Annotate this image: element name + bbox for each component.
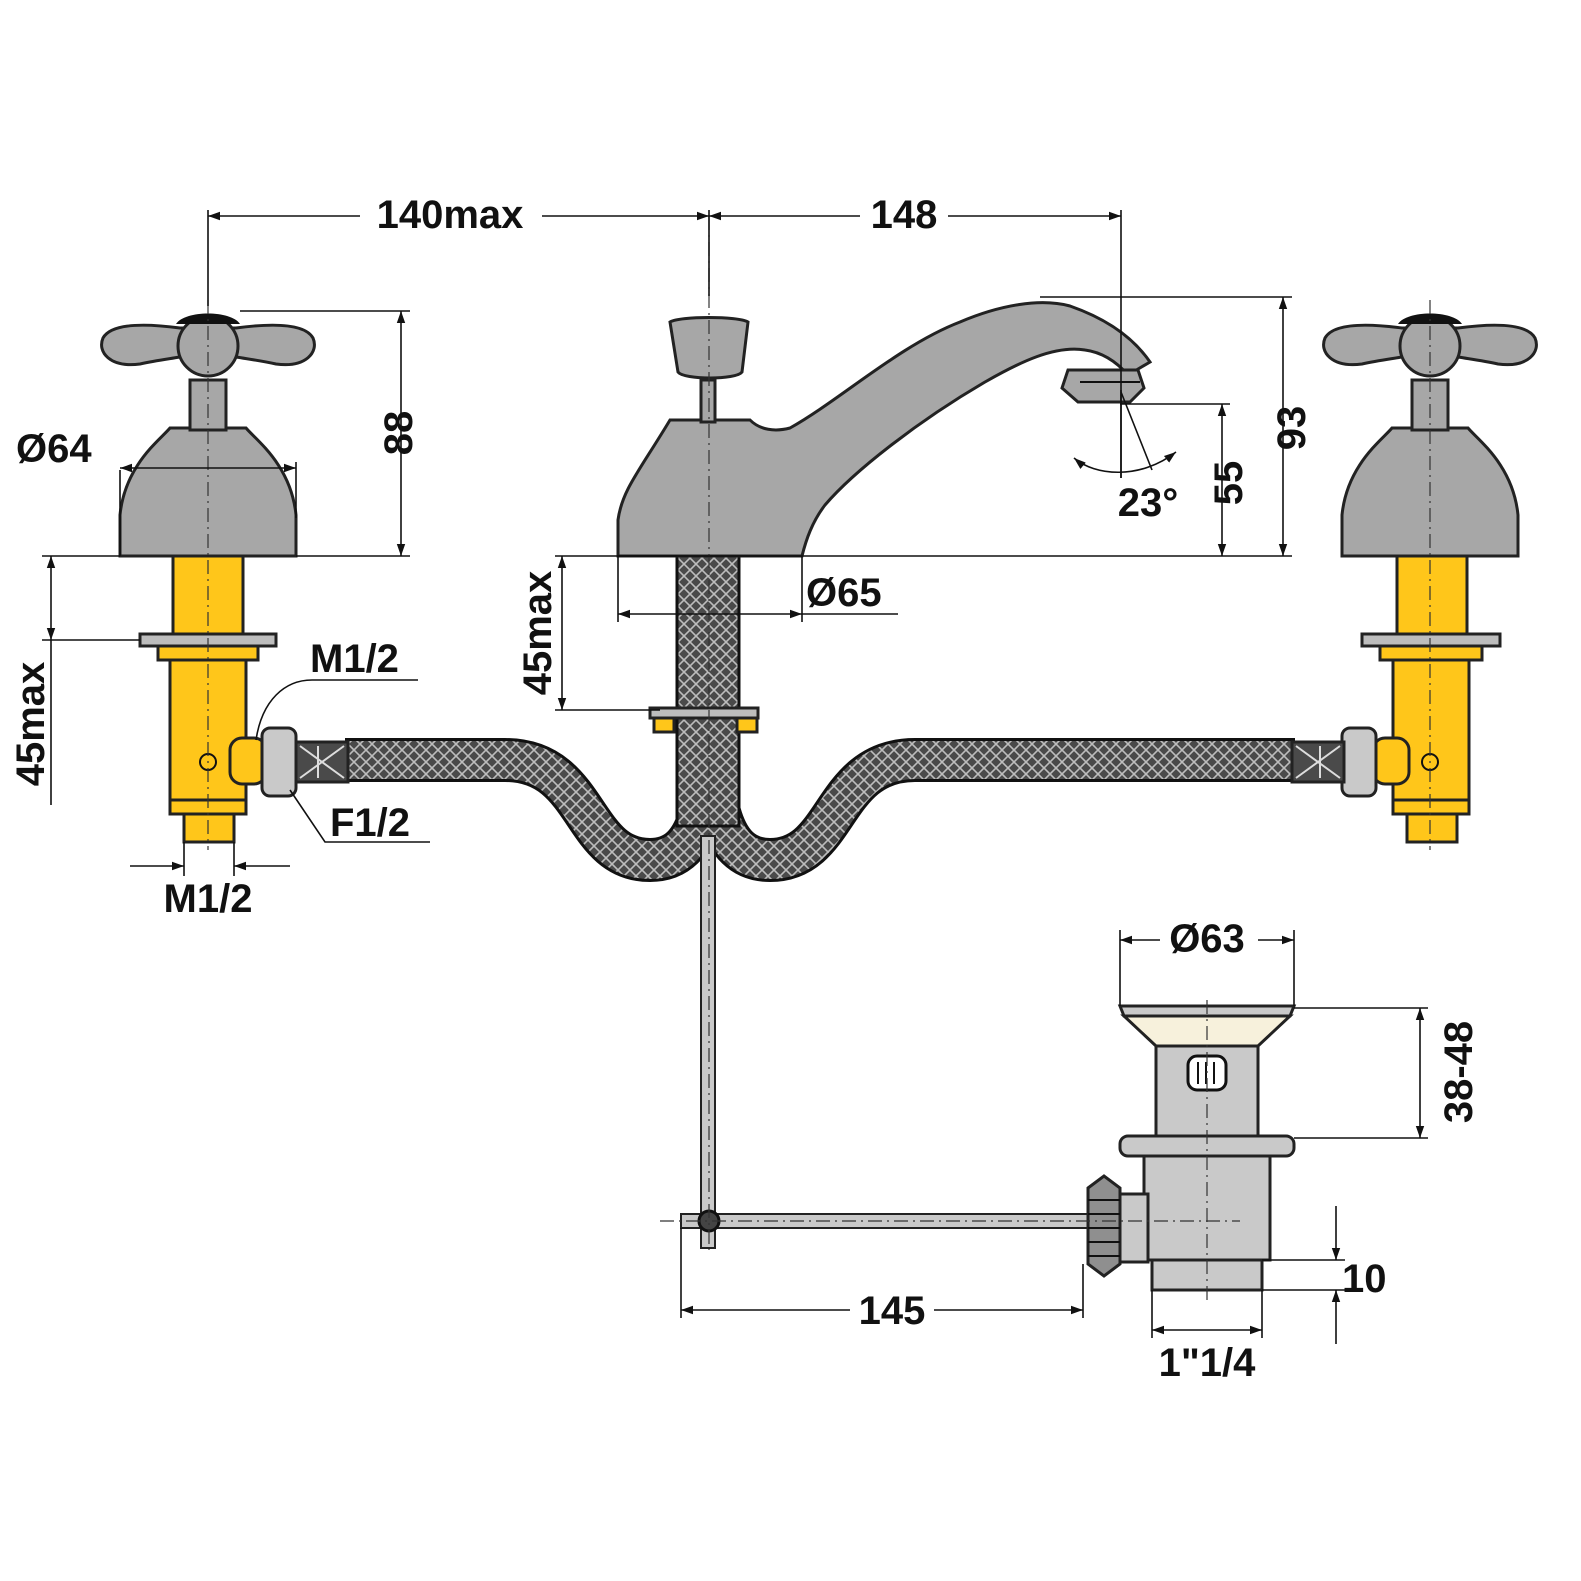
dim-spout-45max: 45max bbox=[516, 571, 560, 696]
left-valve-outlet-thread bbox=[182, 812, 236, 844]
dim-88: 88 bbox=[377, 411, 421, 456]
dim-93: 93 bbox=[1270, 406, 1314, 451]
right-valve-hex bbox=[1391, 798, 1471, 816]
dim-1-1-4: 1"1/4 bbox=[1159, 1341, 1257, 1385]
centerlines bbox=[207, 216, 1431, 1305]
dim-38-48: 38-48 bbox=[1437, 1021, 1481, 1123]
popup-linkage bbox=[680, 835, 1092, 1249]
dim-55: 55 bbox=[1207, 461, 1251, 506]
left-hose-nut bbox=[260, 726, 298, 798]
dim-m12-bottom: M1/2 bbox=[164, 877, 253, 921]
popup-rod-stem bbox=[699, 378, 717, 424]
spout-aerator bbox=[1060, 368, 1146, 404]
dimension-labels: 140max 148 88 Ø64 45max M1/2 F1/2 M1/2 4… bbox=[9, 193, 1481, 1385]
spout-under-nut-right bbox=[735, 716, 759, 734]
dim-m12-inlet: M1/2 bbox=[310, 637, 399, 681]
spout-under-washer bbox=[648, 706, 760, 720]
drain-rod-boss bbox=[1118, 1192, 1150, 1264]
popup-vertical-rod bbox=[700, 835, 716, 1249]
right-valve-shank bbox=[1395, 554, 1469, 638]
right-hose-nut bbox=[1340, 726, 1378, 798]
right-valve-nut bbox=[1378, 644, 1484, 662]
dimension-lines bbox=[42, 210, 1428, 1344]
dim-140max: 140max bbox=[377, 193, 524, 237]
dim-left-45max: 45max bbox=[9, 662, 53, 787]
center-hose-bundle bbox=[675, 554, 741, 828]
right-valve bbox=[1290, 313, 1538, 844]
dim-145: 145 bbox=[859, 1289, 926, 1333]
drain-rod-nut bbox=[1086, 1174, 1122, 1278]
dim-dia-63: Ø63 bbox=[1169, 917, 1245, 961]
dim-angle-23: 23° bbox=[1118, 481, 1179, 525]
dim-148: 148 bbox=[871, 193, 938, 237]
dim-dia-64: Ø64 bbox=[16, 427, 92, 471]
flexible-hoses bbox=[345, 554, 1295, 882]
dim-f12: F1/2 bbox=[330, 801, 410, 845]
spout bbox=[616, 301, 1153, 734]
right-handle-cap bbox=[1398, 313, 1462, 324]
dim-dia-65: Ø65 bbox=[806, 571, 882, 615]
right-valve-outlet-thread bbox=[1405, 812, 1459, 844]
right-valve-washer bbox=[1360, 632, 1502, 648]
left-handle-cap bbox=[176, 313, 240, 324]
drain-assembly bbox=[1086, 1004, 1297, 1292]
spout-under-nut-left bbox=[652, 716, 676, 734]
dim-10: 10 bbox=[1342, 1257, 1387, 1301]
spout-body bbox=[616, 301, 1153, 558]
right-valve-side-outlet bbox=[1371, 736, 1411, 786]
left-valve bbox=[100, 313, 350, 844]
